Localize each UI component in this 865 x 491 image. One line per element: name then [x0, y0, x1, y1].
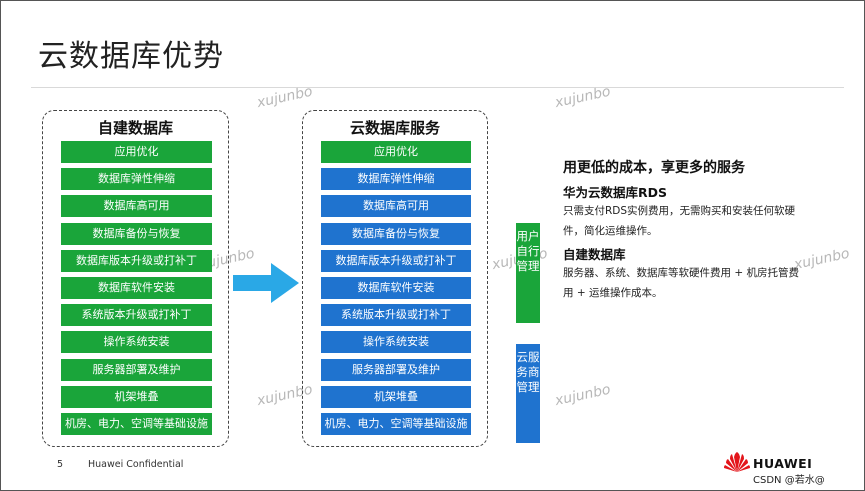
layer-row: 数据库软件安装 — [61, 276, 212, 299]
panel-title: 自建数据库 — [97, 119, 173, 137]
layer-row: 操作系统安装 — [61, 331, 212, 354]
layer-row: 数据库软件安装 — [321, 276, 471, 299]
info-headline: 用更低的成本，享更多的服务 — [563, 160, 745, 176]
layer-row: 机架堆叠 — [61, 385, 212, 408]
layer-row: 数据库弹性伸缩 — [321, 168, 471, 191]
self-built-heading: 自建数据库 — [563, 247, 626, 262]
rds-description: 只需支付RDS实例费用，无需购买和安装任何软硬件，简化运维操作。 — [563, 205, 796, 237]
layer-row: 服务器部署及维护 — [61, 358, 212, 381]
rds-heading: 华为云数据库RDS — [563, 185, 668, 200]
credit-text: CSDN @若水@ — [753, 475, 825, 486]
layer-row: 系统版本升级或打补丁 — [61, 304, 212, 327]
brand-name: HUAWEI — [753, 456, 813, 471]
cloud-db-panel: 云数据库服务 应用优化 数据库弹性伸缩 数据库高可用 数据库备份与恢复 数据库版… — [302, 110, 488, 447]
layer-row: 数据库备份与恢复 — [61, 222, 212, 245]
layer-row: 机房、电力、空调等基础设施 — [321, 412, 471, 435]
layer-row: 数据库备份与恢复 — [321, 222, 471, 245]
watermark: xujunbo — [553, 381, 613, 409]
layer-row: 数据库版本升级或打补丁 — [61, 249, 212, 272]
layer-row: 机架堆叠 — [321, 385, 471, 408]
huawei-logo-icon — [724, 452, 750, 472]
layer-list: 应用优化 数据库弹性伸缩 数据库高可用 数据库备份与恢复 数据库版本升级或打补丁… — [321, 141, 471, 440]
page-title: 云数据库优势 — [38, 39, 224, 74]
layer-row: 数据库版本升级或打补丁 — [321, 249, 471, 272]
layer-row: 服务器部署及维护 — [321, 358, 471, 381]
confidential-note: Huawei Confidential — [88, 459, 184, 470]
self-built-description: 服务器、系统、数据库等软硬件费用 + 机房托管费用 + 运维操作成本。 — [563, 267, 799, 299]
arrow-right-icon — [233, 263, 299, 303]
layer-row: 操作系统安装 — [321, 331, 471, 354]
layer-row: 数据库弹性伸缩 — [61, 168, 212, 191]
layer-row: 机房、电力、空调等基础设施 — [61, 412, 212, 435]
panel-title: 云数据库服务 — [349, 119, 440, 137]
layer-list: 应用优化 数据库弹性伸缩 数据库高可用 数据库备份与恢复 数据库版本升级或打补丁… — [61, 141, 212, 440]
layer-row: 数据库高可用 — [321, 195, 471, 218]
page-number: 5 — [57, 459, 64, 470]
layer-row: 数据库高可用 — [61, 195, 212, 218]
layer-row: 系统版本升级或打补丁 — [321, 304, 471, 327]
layer-row: 应用优化 — [321, 141, 471, 163]
self-built-db-panel: 自建数据库 应用优化 数据库弹性伸缩 数据库高可用 数据库备份与恢复 数据库版本… — [42, 110, 229, 447]
user-managed-label: 用户自行管理 — [516, 223, 540, 323]
provider-managed-label: 云服务商管理 — [516, 344, 540, 443]
title-divider — [31, 87, 844, 88]
layer-row: 应用优化 — [61, 141, 212, 163]
